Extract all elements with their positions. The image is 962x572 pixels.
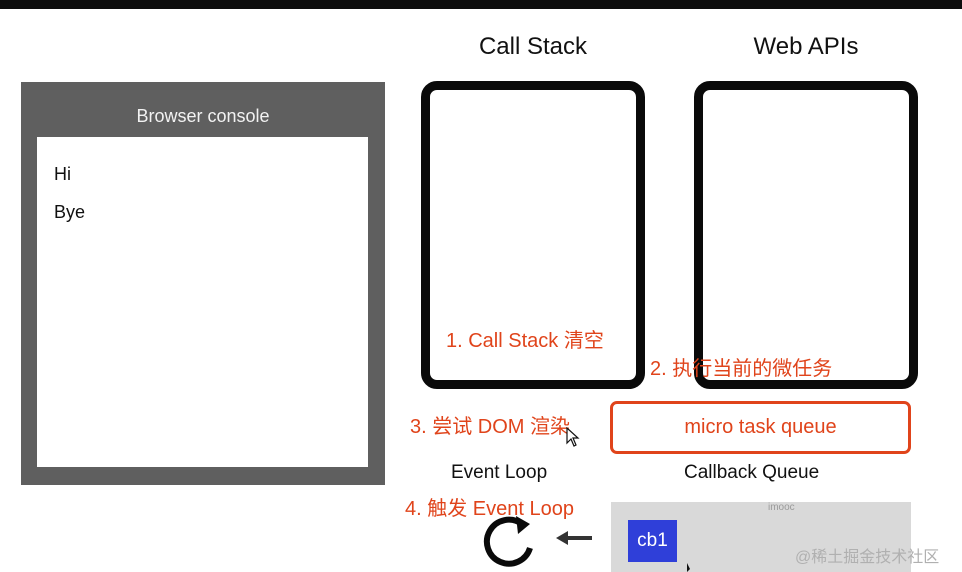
micro-task-queue-label: micro task queue xyxy=(684,416,837,438)
console-line: Bye xyxy=(54,202,86,222)
step-2-note: 2. 执行当前的微任务 xyxy=(650,358,833,380)
mouse-cursor-icon xyxy=(566,427,580,447)
console-title: Browser console xyxy=(136,106,270,126)
event-loop-label: Event Loop xyxy=(451,462,548,483)
mouse-cursor-icon xyxy=(687,563,690,572)
step-1-note: 1. Call Stack 清空 xyxy=(446,330,604,352)
step-4-note: 4. 触发 Event Loop xyxy=(405,498,574,520)
step-3-note: 3. 尝试 DOM 渲染 xyxy=(410,416,571,438)
web-apis-box xyxy=(694,81,918,389)
browser-console-panel: Browser console Hi Bye xyxy=(21,82,385,485)
web-apis-title: Web APIs xyxy=(753,33,859,60)
corner-watermark: @稀土掘金技术社区 xyxy=(795,549,940,566)
callback-queue-label: Callback Queue xyxy=(684,462,820,483)
callback-item-label: cb1 xyxy=(637,530,668,551)
console-output: Hi Bye xyxy=(37,137,368,467)
micro-task-queue: micro task queue xyxy=(610,401,911,454)
call-stack-box xyxy=(421,81,645,389)
callback-item-cb1: cb1 xyxy=(628,520,677,562)
call-stack-title: Call Stack xyxy=(478,33,588,60)
queue-watermark: imooc xyxy=(768,502,795,513)
console-line: Hi xyxy=(54,164,71,184)
top-bar xyxy=(0,0,962,9)
arrow-left-icon xyxy=(556,531,592,545)
loop-arrow-icon xyxy=(483,516,533,567)
